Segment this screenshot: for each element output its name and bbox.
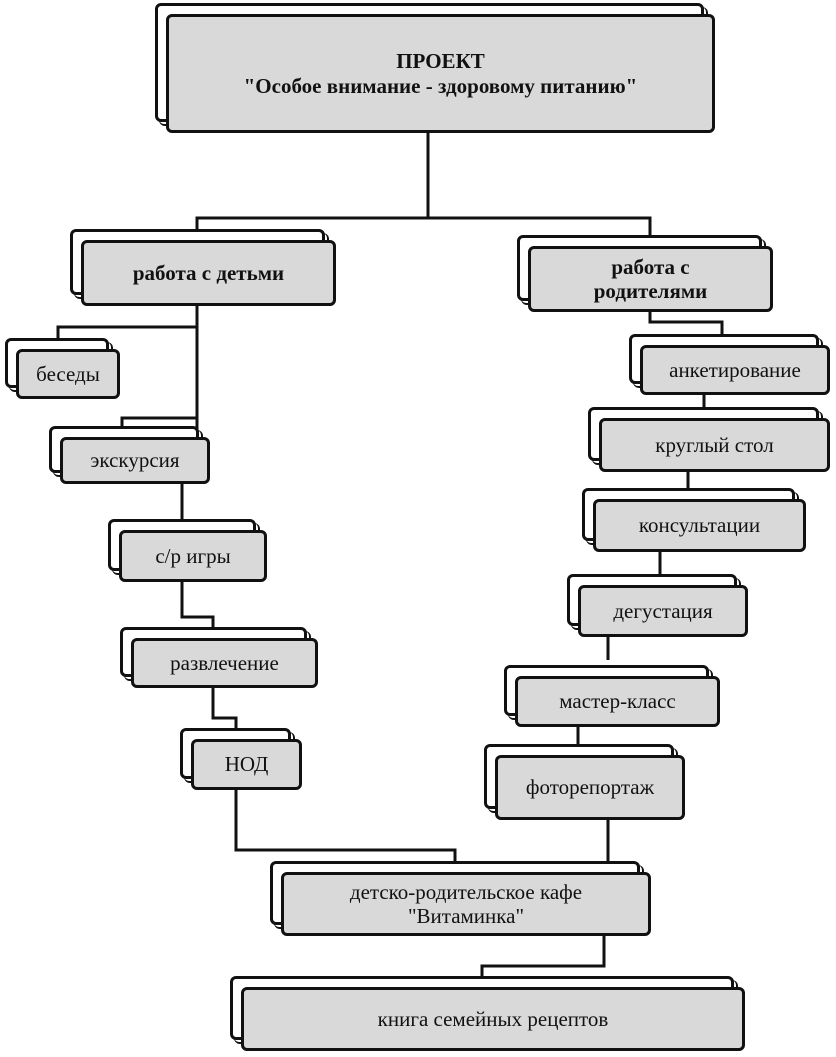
- book-node: книга семейных рецептов: [230, 976, 745, 1051]
- connector-entertainment-nod: [211, 688, 238, 735]
- parents-branch-title-line1: работа с: [611, 254, 690, 279]
- parents-branch-title-line2: родителями: [593, 279, 708, 303]
- children-item-role-games: с/р игры: [108, 519, 267, 582]
- parents-branch-node: работа с родителями: [517, 235, 773, 312]
- connector-nod-cafe: [234, 790, 457, 862]
- item-label: экскурсия: [90, 448, 180, 473]
- item-label: мастер-класс: [559, 689, 676, 714]
- children-branch-title: работа с детьми: [132, 260, 285, 285]
- parents-item-master-class: мастер-класс: [504, 665, 720, 727]
- item-label: консультации: [638, 513, 761, 538]
- book-label: книга семейных рецептов: [377, 1006, 609, 1031]
- connector-parents-survey: [648, 312, 724, 335]
- project-node: ПРОЕКТ "Особое внимание - здоровому пита…: [155, 3, 715, 133]
- item-label: фоторепортаж: [525, 775, 655, 800]
- item-label: развлечение: [170, 650, 279, 675]
- parents-item-round-table: круглый стол: [588, 407, 830, 472]
- item-label: круглый стол: [655, 432, 774, 457]
- parents-item-consultations: консультации: [582, 488, 806, 552]
- children-branch-node: работа с детьми: [70, 229, 336, 306]
- cafe-label-line1: детско-родительское кафе: [349, 879, 583, 904]
- children-item-entertainment: развлечение: [120, 627, 318, 688]
- children-item-nod: НОД: [180, 728, 302, 790]
- item-label: дегустация: [613, 598, 713, 623]
- children-item-excursion: экскурсия: [49, 426, 210, 484]
- project-title: ПРОЕКТ: [396, 49, 485, 74]
- connector-children-excursion: [120, 306, 199, 430]
- cafe-label-line2: "Витаминка": [407, 904, 525, 928]
- children-item-conversations: беседы: [5, 338, 120, 399]
- cafe-node: детско-родительское кафе "Витаминка": [270, 861, 651, 936]
- connector-project-to-branches: [195, 133, 430, 240]
- item-label: НОД: [224, 752, 269, 777]
- item-label: анкетирование: [669, 357, 801, 382]
- parents-item-photo-report: фоторепортаж: [484, 744, 685, 820]
- project-subtitle: "Особое внимание - здоровому питанию": [243, 73, 638, 98]
- connector-children-beseday: [56, 306, 199, 340]
- connector-cafe-book: [480, 936, 606, 976]
- item-label: с/р игры: [155, 543, 231, 568]
- parents-item-survey: анкетирование: [629, 334, 830, 395]
- connector-games-entertainment: [180, 582, 215, 632]
- item-label: беседы: [36, 361, 100, 386]
- parents-item-tasting: дегустация: [567, 574, 748, 637]
